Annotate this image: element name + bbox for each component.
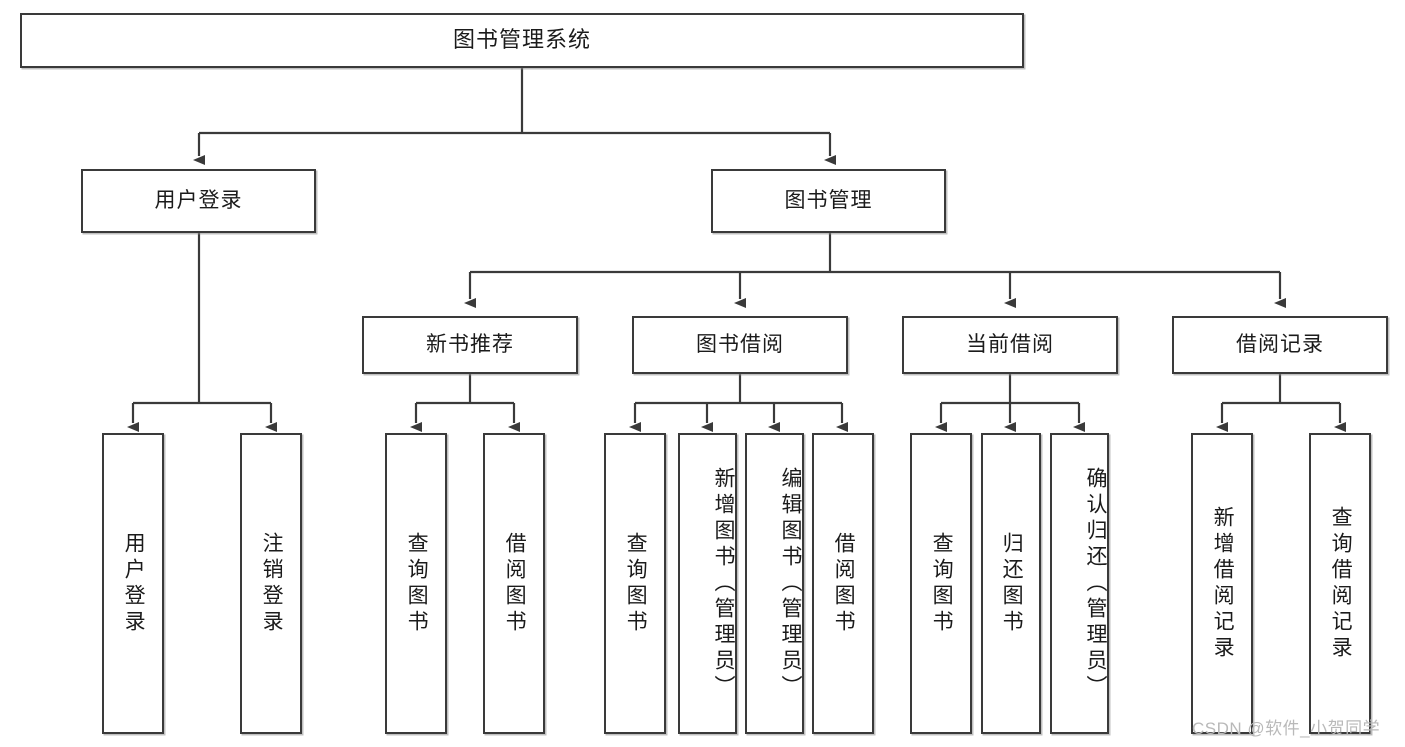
node-label: 确认归还（管理员） (1084, 466, 1107, 701)
node-label: 当前借阅 (966, 333, 1054, 357)
node-label: 图书管理系统 (452, 27, 591, 53)
node-label: 注销登录 (260, 531, 284, 636)
node-label: 新增借阅记录 (1211, 505, 1235, 662)
node-label: 借阅记录 (1236, 333, 1324, 357)
node-new-book-recommend[interactable]: 新书推荐 (362, 316, 578, 374)
node-label: 图书管理 (784, 189, 873, 213)
node-current-borrow[interactable]: 当前借阅 (902, 316, 1118, 374)
leaf-current-confirm-return-admin[interactable]: 确认归还（管理员） (1050, 433, 1109, 734)
node-label: 图书借阅 (696, 333, 784, 357)
node-label: 用户登录 (154, 189, 243, 213)
leaf-recommend-query-book[interactable]: 查询图书 (385, 433, 447, 734)
node-label: 用户登录 (122, 531, 146, 636)
node-borrow-records[interactable]: 借阅记录 (1172, 316, 1388, 374)
leaf-borrow-borrow-book[interactable]: 借阅图书 (812, 433, 874, 734)
node-label: 借阅图书 (503, 531, 527, 636)
node-user-login[interactable]: 用户登录 (81, 169, 316, 233)
node-label: 查询图书 (405, 531, 429, 636)
node-label: 新书推荐 (426, 333, 514, 357)
leaf-borrow-edit-book-admin[interactable]: 编辑图书（管理员） (745, 433, 804, 734)
leaf-borrow-query-book[interactable]: 查询图书 (604, 433, 666, 734)
watermark-text: CSDN @软件_小贺同学 (1192, 719, 1381, 738)
node-label: 新增图书（管理员） (712, 466, 735, 701)
leaf-borrow-add-book-admin[interactable]: 新增图书（管理员） (678, 433, 737, 734)
node-label: 借阅图书 (832, 531, 856, 636)
node-label: 编辑图书（管理员） (779, 466, 802, 701)
leaf-recommend-borrow-book[interactable]: 借阅图书 (483, 433, 545, 734)
node-label: 查询借阅记录 (1329, 505, 1353, 662)
node-book-borrow[interactable]: 图书借阅 (632, 316, 848, 374)
leaf-records-query-record[interactable]: 查询借阅记录 (1309, 433, 1371, 734)
node-label: 查询图书 (624, 531, 648, 636)
leaf-current-return-book[interactable]: 归还图书 (981, 433, 1041, 734)
node-label: 查询图书 (930, 531, 954, 636)
leaf-user-login-signout[interactable]: 注销登录 (240, 433, 302, 734)
node-root-system[interactable]: 图书管理系统 (20, 13, 1024, 68)
node-book-management[interactable]: 图书管理 (711, 169, 946, 233)
leaf-user-login-signin[interactable]: 用户登录 (102, 433, 164, 734)
leaf-current-query-book[interactable]: 查询图书 (910, 433, 972, 734)
leaf-records-add-record[interactable]: 新增借阅记录 (1191, 433, 1253, 734)
node-label: 归还图书 (1000, 531, 1024, 636)
